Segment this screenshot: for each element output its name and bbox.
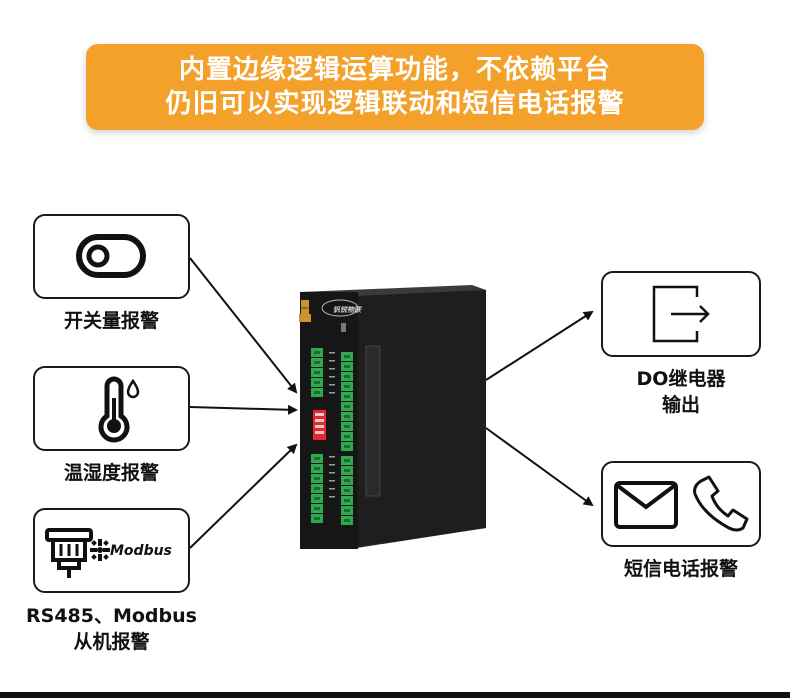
do-relay-label-line2: 输出 [661, 394, 700, 416]
rs485-modbus-label-line1: RS485、Modbus [26, 605, 197, 627]
terminal-screw [344, 425, 350, 428]
bottom-border [0, 692, 790, 698]
temp-humidity-label: 温湿度报警 [63, 462, 159, 484]
terminal-screw [344, 385, 350, 388]
arrow-device-to-relay [485, 310, 594, 381]
terminal-screw [344, 519, 350, 522]
terminal-screw [344, 435, 350, 438]
terminal-screw [344, 499, 350, 502]
terminal-screw [314, 381, 320, 384]
terminal-screw [344, 375, 350, 378]
terminal-block-right-bottom [341, 456, 353, 525]
phone-icon [693, 475, 749, 532]
thermometer-icon [98, 376, 140, 443]
terminal-screw [314, 517, 320, 520]
rs485-modbus-card: Modbus [33, 508, 190, 593]
terminal-screw [344, 445, 350, 448]
antenna [299, 300, 311, 322]
terminal-block-left-top [311, 348, 323, 397]
terminal-screw [344, 395, 350, 398]
rs485-modbus-label-line2: 从机报警 [73, 631, 150, 653]
terminal-screw [344, 469, 350, 472]
headline-banner: 内置边缘逻辑运算功能，不依赖平台 仍旧可以实现逻辑联动和短信电话报警 [86, 44, 704, 130]
terminal-screw [314, 487, 320, 490]
terminal-screw [344, 355, 350, 358]
envelope-icon [614, 481, 678, 529]
banner-line-2: 仍旧可以实现逻辑联动和短信电话报警 [165, 89, 625, 119]
do-relay-label: DO继电器 输出 [601, 366, 761, 418]
terminal-block-left-bottom [311, 454, 323, 523]
terminal-screw [314, 497, 320, 500]
terminal-screw [344, 489, 350, 492]
terminal-screw [314, 467, 320, 470]
terminal-screw [314, 457, 320, 460]
device-brand-text: 钒锐物联 [333, 305, 362, 314]
modbus-logo: Modbus [90, 539, 172, 561]
sms-call-label: 短信电话报警 [623, 558, 738, 580]
terminal-screw [344, 509, 350, 512]
banner-line-1: 内置边缘逻辑运算功能，不依赖平台 [178, 55, 611, 85]
arrow-temp-to-device [189, 404, 298, 415]
terminal-screw [344, 459, 350, 462]
terminal-screw [344, 415, 350, 418]
terminal-screw [314, 507, 320, 510]
switch-alarm-label: 开关量报警 [63, 310, 159, 332]
temp-humidity-card [33, 366, 190, 451]
modbus-logo-text: Modbus [110, 543, 172, 559]
rs485-connector-icon [45, 528, 93, 578]
rs485-modbus-label: RS485、Modbus 从机报警 [15, 603, 208, 655]
terminal-screw [344, 405, 350, 408]
arrow-device-to-sms [485, 427, 594, 507]
terminal-screw [344, 479, 350, 482]
terminal-screw [314, 391, 320, 394]
terminal-screw [314, 351, 320, 354]
arrow-rs485-to-device [189, 443, 298, 549]
terminal-screw [314, 477, 320, 480]
sms-call-card [601, 461, 761, 547]
terminal-screw [344, 365, 350, 368]
do-relay-card [601, 271, 761, 357]
arrow-switch-to-device [189, 257, 298, 394]
switch-alarm-card [33, 214, 190, 299]
terminal-screw [314, 361, 320, 364]
toggle-switch-icon [76, 234, 146, 278]
terminal-screw [314, 371, 320, 374]
output-arrow-icon [652, 285, 710, 343]
do-relay-label-line1: DO继电器 [636, 368, 726, 390]
terminal-block-right-top [341, 352, 353, 451]
